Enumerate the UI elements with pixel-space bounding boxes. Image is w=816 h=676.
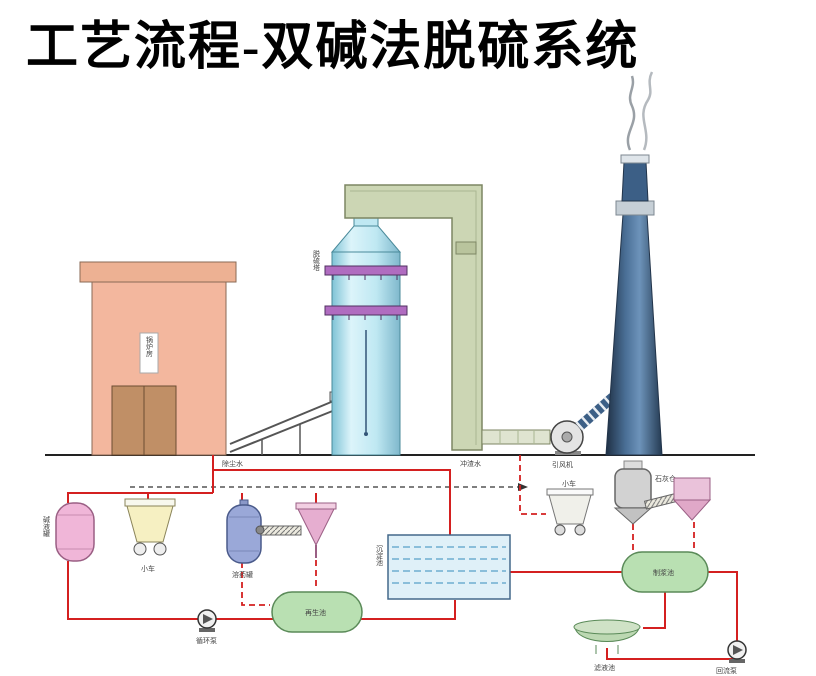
- pipe-slurry-to-pump2: [708, 571, 738, 641]
- corrugated-duct: [575, 392, 618, 431]
- alkali-tank-label: 碱液罐: [43, 516, 51, 538]
- chimney-rim: [620, 154, 650, 164]
- chimney-body: [605, 213, 663, 456]
- regen-tank-label: 再生池: [305, 608, 326, 617]
- lime-silo: 石灰仓: [613, 460, 676, 525]
- cart2-label: 小车: [562, 479, 576, 488]
- basin-label: 滤液池: [594, 663, 615, 672]
- fan-hub: [561, 431, 573, 443]
- feed-hopper-2: [672, 477, 712, 521]
- filtrate-basin: 滤液池: [573, 619, 641, 672]
- feed-hopper-1: [295, 502, 337, 558]
- return-pump: 回流泵: [716, 640, 747, 675]
- dissolve-tank-label: 溶药罐: [232, 570, 253, 579]
- dust-water-label: 除尘水: [222, 459, 243, 468]
- tower-flange-band-1: [324, 265, 408, 276]
- slurry-tank: 制浆池: [621, 551, 709, 593]
- pipe-alkali-header: [67, 492, 213, 503]
- flange-bolts-1: [332, 275, 398, 280]
- regeneration-tank: 再生池: [271, 591, 363, 633]
- pump1-label: 循环泵: [196, 636, 217, 645]
- boiler-house-label: 锅炉房: [146, 335, 154, 358]
- circulation-pump: 循环泵: [196, 609, 217, 645]
- pump2-label: 回流泵: [716, 666, 737, 675]
- screw-conveyor-1: [255, 525, 302, 536]
- pipe-to-pool: [213, 469, 451, 535]
- dissolving-tank: 溶药罐: [226, 499, 262, 579]
- fan-label: 引风机: [552, 460, 573, 469]
- chimney: [605, 71, 663, 456]
- boiler-label-box: [139, 332, 159, 374]
- pipe-dash-fan-down: [519, 455, 546, 515]
- hopper-cart-2: 小车: [546, 479, 594, 536]
- tower-nozzle: [364, 432, 368, 436]
- slag-conveyor: [229, 391, 345, 455]
- tower-cone: [330, 225, 402, 253]
- slag-water-label: 冲渣水: [460, 459, 481, 468]
- settling-pool-label: 沉淀池: [376, 545, 384, 566]
- boiler-building: 锅炉房: [79, 261, 237, 456]
- pipe-regen-to-pool: [359, 600, 456, 620]
- induced-draft-fan: 引风机: [550, 420, 584, 469]
- flue-duct: [344, 184, 483, 451]
- pipe-pump2-return: [606, 648, 737, 660]
- pipe-dash-dissolve: [241, 562, 270, 606]
- red-dashed-pipes: [241, 455, 695, 606]
- cart1-label: 小车: [141, 564, 155, 573]
- smoke-plume-1: [626, 75, 636, 151]
- alkali-tank: 碱液罐: [43, 502, 95, 562]
- duct-access-box: [455, 241, 477, 255]
- slurry-tank-label: 制浆池: [653, 568, 674, 577]
- pipe-alkali-to-pump: [67, 561, 198, 620]
- boiler-roof: [79, 261, 237, 283]
- chimney-top-section: [621, 161, 649, 202]
- pipe-slurry-to-basin: [643, 592, 666, 629]
- lime-silo-label: 石灰仓: [655, 474, 676, 483]
- dashed-header-line: [130, 483, 528, 491]
- fan-inlet-duct: [481, 429, 551, 445]
- smoke-plume-2: [642, 71, 654, 151]
- pool-water-lines: [392, 546, 506, 584]
- tower-label: 脱硫塔: [313, 249, 321, 272]
- scrubber-tower: 脱硫塔: [313, 217, 408, 456]
- tower-flange-band-2: [324, 305, 408, 316]
- settling-pool: 沉淀池: [376, 534, 511, 600]
- red-pipes: [67, 455, 738, 660]
- hopper-cart-1: 小车: [124, 498, 176, 573]
- page-title: 工艺流程-双碱法脱硫系统: [26, 19, 640, 76]
- chimney-collar: [615, 200, 655, 216]
- flange-bolts-2: [332, 315, 398, 320]
